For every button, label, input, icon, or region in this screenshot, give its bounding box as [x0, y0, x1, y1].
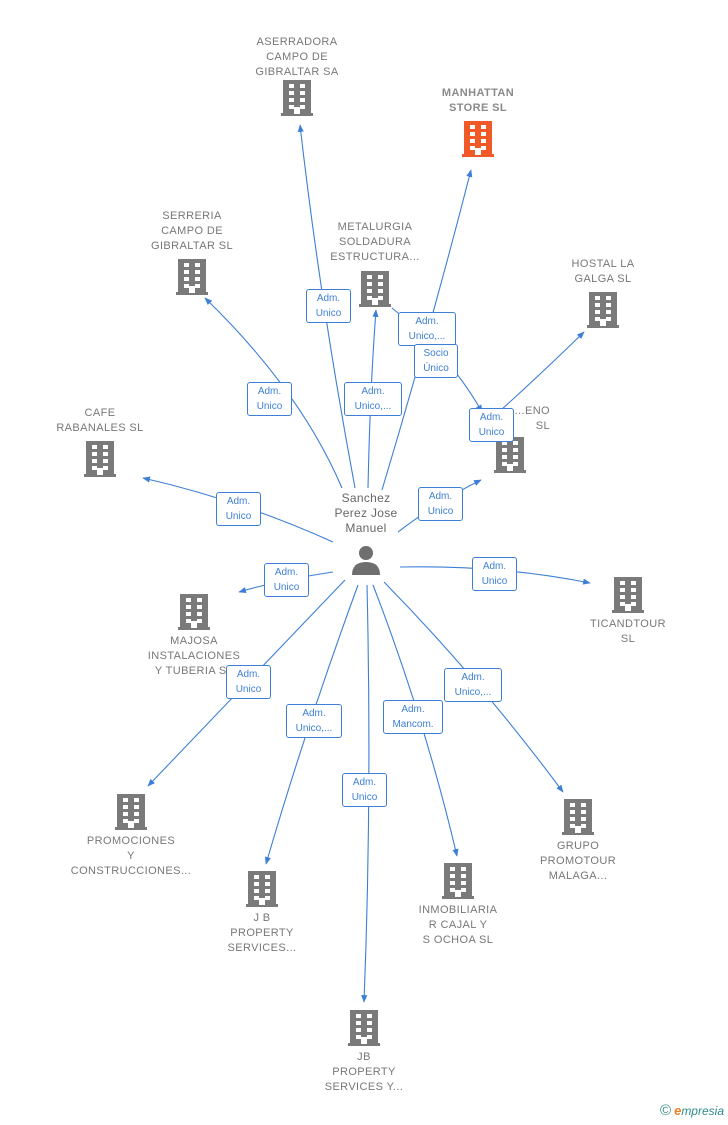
role-label-cafe: Adm. Unico: [216, 492, 261, 526]
company-label: METALURGIA SOLDADURA ESTRUCTURA...: [330, 221, 420, 263]
brand-name: mpresia: [681, 1104, 724, 1118]
building-icon: [84, 441, 116, 477]
company-label: ASERRADORA CAMPO DE GIBRALTAR SA: [255, 36, 339, 78]
person-node[interactable]: Sanchez Perez Jose Manuel: [318, 491, 414, 576]
company-label: GRUPO PROMOTOUR MALAGA...: [539, 840, 617, 882]
building-icon: [562, 799, 594, 835]
building-icon: [176, 259, 208, 295]
company-cafe[interactable]: CAFE RABANALES SL: [40, 406, 160, 477]
empresia-logo: ©empresia: [660, 1102, 724, 1119]
company-grupo[interactable]: GRUPO PROMOTOUR MALAGA...: [518, 799, 638, 884]
copyright-symbol: ©: [660, 1102, 672, 1119]
role-label-ticandtour: Adm. Unico: [472, 557, 517, 591]
company-aserradora[interactable]: ASERRADORA CAMPO DE GIBRALTAR SA: [237, 35, 357, 116]
role-label-majosa: Adm. Unico: [264, 563, 309, 597]
building-icon: [115, 794, 147, 830]
building-icon: [612, 577, 644, 613]
role-label-jbproperty2: Adm. Unico: [342, 773, 387, 807]
company-inmobiliaria[interactable]: INMOBILIARIA R CAJAL Y S OCHOA SL: [398, 863, 518, 948]
role-label-hostal: Adm. Unico: [469, 408, 514, 442]
company-jbproperty2[interactable]: JB PROPERTY SERVICES Y...: [304, 1010, 424, 1095]
role-label-serreria: Adm. Unico: [247, 382, 292, 416]
building-icon: [281, 80, 313, 116]
role-label-promociones: Adm. Unico: [226, 665, 271, 699]
role-label-grupo: Adm. Unico,...: [444, 668, 502, 702]
company-label: MANHATTAN STORE SL: [441, 87, 515, 114]
company-serreria[interactable]: SERRERIA CAMPO DE GIBRALTAR SL: [132, 209, 252, 295]
company-hostal[interactable]: HOSTAL LA GALGA SL: [543, 257, 663, 328]
building-icon: [587, 292, 619, 328]
company-label: INMOBILIARIA R CAJAL Y S OCHOA SL: [418, 904, 498, 946]
company-label: ...ENO SL: [514, 405, 550, 432]
person-icon: [352, 546, 380, 575]
building-icon: [462, 121, 494, 157]
company-ticandtour[interactable]: TICANDTOUR SL: [568, 577, 688, 647]
company-label: TICANDTOUR SL: [590, 618, 666, 645]
company-label: JB PROPERTY SERVICES Y...: [324, 1051, 404, 1093]
role-label-manhattan: Adm. Unico,...: [398, 312, 456, 346]
company-pequeno[interactable]: ...ENO SL: [470, 404, 550, 473]
building-icon: [359, 271, 391, 307]
company-metalurgia[interactable]: METALURGIA SOLDADURA ESTRUCTURA...: [315, 220, 435, 307]
company-label: MAJOSA INSTALACIONES Y TUBERIA SL: [147, 635, 241, 677]
company-label: PROMOCIONES Y CONSTRUCCIONES...: [70, 835, 192, 877]
building-icon: [178, 594, 210, 630]
company-majosa[interactable]: MAJOSA INSTALACIONES Y TUBERIA SL: [134, 594, 254, 679]
role-label-aserradora: Adm. Unico: [306, 289, 351, 323]
company-manhattan[interactable]: MANHATTAN STORE SL: [418, 86, 538, 157]
building-icon: [348, 1010, 380, 1046]
building-icon: [246, 871, 278, 907]
role-label-inmobiliaria: Adm. Mancom.: [383, 700, 443, 734]
role-label-metalurgia: Adm. Unico,...: [344, 382, 402, 416]
person-name: Sanchez Perez Jose Manuel: [334, 491, 398, 535]
building-icon: [494, 437, 526, 473]
role-label-x5: Adm. Unico: [418, 487, 463, 521]
company-label: HOSTAL LA GALGA SL: [571, 258, 635, 285]
company-label: J B PROPERTY SERVICES...: [227, 912, 297, 954]
brand-e: e: [674, 1103, 682, 1118]
role-label-jbproperty: Adm. Unico,...: [286, 704, 342, 738]
company-label: CAFE RABANALES SL: [56, 407, 144, 434]
company-jbproperty[interactable]: J B PROPERTY SERVICES...: [202, 871, 322, 956]
company-label: SERRERIA CAMPO DE GIBRALTAR SL: [150, 210, 234, 252]
company-promociones[interactable]: PROMOCIONES Y CONSTRUCCIONES...: [62, 794, 200, 879]
role-label-pequeno: Socio Único: [414, 344, 458, 378]
building-icon: [442, 863, 474, 899]
